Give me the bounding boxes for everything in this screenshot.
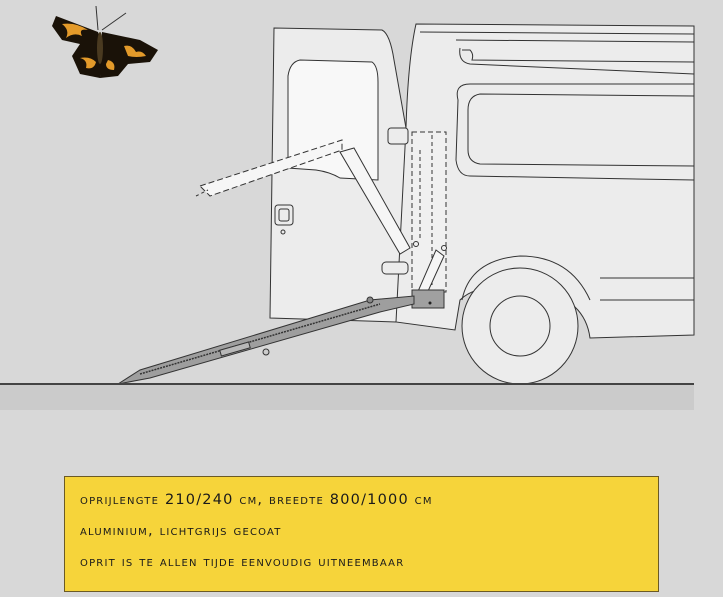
info-line-material: ALUMINIUM, LICHTGRIJS GECOAT bbox=[80, 523, 282, 539]
lift-mechanism bbox=[195, 131, 447, 301]
ramp bbox=[117, 295, 415, 385]
ground-strip bbox=[0, 385, 694, 410]
info-box: OPRIJLENGTE 210/240 CM, BREEDTE 800/1000… bbox=[64, 476, 659, 592]
van-body bbox=[269, 23, 695, 385]
info-line-ramp-length: OPRIJLENGTE 210/240 CM, BREEDTE 800/1000… bbox=[80, 492, 433, 508]
butterfly-icon bbox=[52, 5, 158, 78]
van-ramp-illustration bbox=[0, 5, 695, 385]
ramp-bracket bbox=[411, 289, 445, 309]
info-line-removable: OPRIT IS TE ALLEN TIJDE EENVOUDIG UITNEE… bbox=[80, 554, 405, 570]
